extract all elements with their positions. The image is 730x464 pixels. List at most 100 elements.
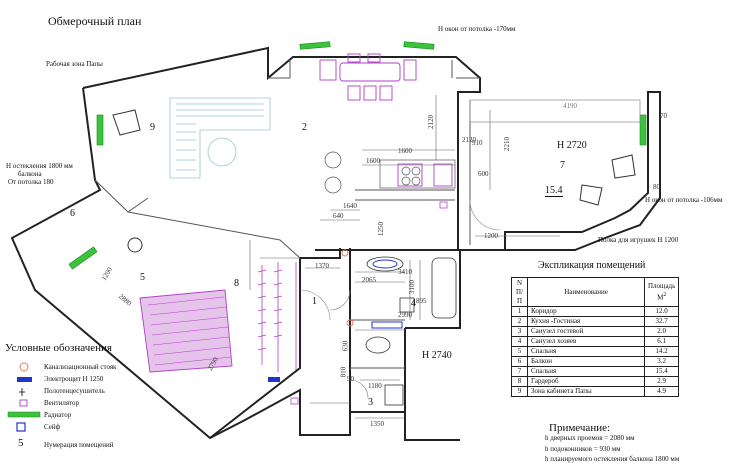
cell: Спальня <box>527 346 645 357</box>
bathroom-fixtures <box>365 256 457 406</box>
dim-label: 4190 <box>563 102 577 110</box>
cell: 1 <box>511 306 528 317</box>
header-name: Наименование <box>527 277 645 307</box>
legend-label: Электрощит Н 1250 <box>44 375 104 383</box>
bed-hatch <box>147 296 232 366</box>
room-number: 9 <box>150 122 155 133</box>
dim-label: 2120 <box>462 136 476 144</box>
toy-shelf-note: Полка для игрушек Н 1200 <box>598 236 679 244</box>
dim-label: 1370 <box>315 262 329 270</box>
area-unit: М <box>657 293 664 302</box>
room-number: 7 <box>560 160 565 171</box>
cell: 4 <box>511 336 528 347</box>
cell: Спальня <box>527 366 645 377</box>
header-number: N П/П <box>511 277 528 307</box>
dim-label: 1200 <box>484 232 498 240</box>
cell: 2 <box>511 316 528 327</box>
dim-label: 600 <box>478 170 489 178</box>
dim-label: 1250 <box>377 222 385 236</box>
dim-label: 910 <box>472 139 483 147</box>
dim-label: 640 <box>333 212 344 220</box>
door-swings <box>299 199 501 399</box>
height-2740: Н 2740 <box>422 350 452 361</box>
dim-label: 630 <box>341 340 350 352</box>
dim-label: 1640 <box>343 202 357 210</box>
dim-label: 3410 <box>398 268 412 276</box>
note-line: h дверных проемов = 2080 мм <box>545 434 635 442</box>
dim-label: 80 <box>653 183 660 191</box>
cell: 2.9 <box>643 376 680 387</box>
dim-label: 1350 <box>370 420 384 428</box>
dim-label: 90 <box>347 375 354 383</box>
electrical-panel-icon <box>17 377 32 382</box>
room-number: 5 <box>140 272 145 283</box>
legend-label: Сейф <box>44 423 61 431</box>
room7-wardrobe <box>469 99 641 123</box>
cell: Кухня -Гостиная <box>527 316 645 327</box>
cell: Балкон <box>527 356 645 367</box>
cell: Зона кабинета Папы <box>527 386 645 397</box>
dim-label: 3100 <box>408 280 416 294</box>
cell: 14.2 <box>643 346 680 357</box>
window-right-note: Н окон от потолка -106мм <box>645 196 723 204</box>
window-top-note: Н окон от потолка -170мм <box>438 25 516 33</box>
balcony-glazing-note: Н остекления 1800 мм <box>6 162 73 170</box>
cell: 12.0 <box>643 306 680 317</box>
room-number: 1 <box>312 296 317 307</box>
cell: 32.7 <box>643 316 680 327</box>
kitchen-purple <box>397 163 453 187</box>
legend-label: Вентилятор <box>44 399 80 407</box>
legend-title: Условные обозначения <box>5 342 112 354</box>
cell: 9 <box>511 386 528 397</box>
sewer-riser-icon <box>19 362 29 372</box>
dimension-lines <box>249 95 560 419</box>
safe-icon <box>16 422 26 432</box>
walls <box>10 46 661 441</box>
cell: 6.1 <box>643 336 680 347</box>
radiators <box>68 41 647 270</box>
dim-label: 895 <box>416 297 427 305</box>
note-line: h подоконников = 930 мм <box>545 445 621 453</box>
height-2720: Н 2720 <box>557 140 587 151</box>
cell: 2.0 <box>643 326 680 337</box>
cell: 15.4 <box>643 366 680 377</box>
room-number: 8 <box>234 278 239 289</box>
bed <box>139 289 233 373</box>
bath-blue <box>371 259 403 329</box>
dim-label: 2210 <box>503 137 511 151</box>
sewer-risers <box>341 249 354 327</box>
cell: 3.2 <box>643 356 680 367</box>
cell: 6 <box>511 356 528 367</box>
explication-title: Экспликация помещений <box>538 260 646 271</box>
area-15-4: 15.4 <box>545 185 563 197</box>
dim-label: 1600 <box>398 147 412 155</box>
fan-icon <box>19 399 28 407</box>
dim-label: 2120 <box>427 115 435 129</box>
armchairs <box>112 109 636 253</box>
cell: Санузел гостевой <box>527 326 645 337</box>
dining-set <box>319 53 417 101</box>
dim-label: 2065 <box>362 276 376 284</box>
wardrobe <box>257 262 297 372</box>
cell: 3 <box>511 326 528 337</box>
room-number-icon: 5 <box>18 437 24 449</box>
dim-label: 1180 <box>368 382 382 390</box>
kitchen <box>324 151 456 194</box>
balcony-word: балкона <box>18 170 42 178</box>
dim-label: 70 <box>660 112 667 120</box>
legend-label: Радиатор <box>44 411 72 419</box>
inner-walls <box>94 60 480 369</box>
room-number: 4 <box>411 298 416 309</box>
legend-label: Нумерация помещений <box>44 441 114 449</box>
cell: 7 <box>511 366 528 377</box>
